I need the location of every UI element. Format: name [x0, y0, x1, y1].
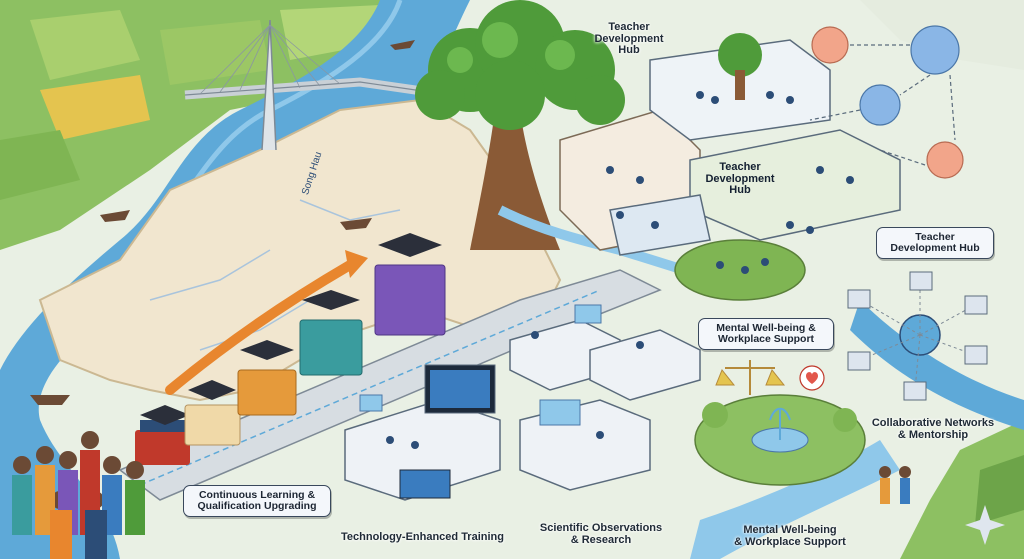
tree-highlights	[447, 22, 575, 73]
hub-people	[606, 91, 854, 274]
hub-label-right: Teacher Development Hub	[876, 227, 994, 260]
continuous-learning-label: Continuous Learning & Qualification Upgr…	[183, 485, 331, 518]
rice-paddy	[0, 130, 80, 200]
step-orange-cap	[237, 340, 297, 416]
map-borders	[149, 199, 401, 351]
scientific-label: Scientific Observations & Research	[539, 522, 663, 546]
bridge-pylon	[261, 19, 277, 151]
wellbeing-label-upper: Mental Well-being & Workplace Support	[698, 318, 834, 351]
brain-icon	[811, 25, 964, 179]
balance-scale-icon	[715, 360, 786, 395]
hub-building	[559, 33, 901, 256]
boats	[30, 40, 415, 405]
network-diagram	[847, 271, 988, 401]
tech-platform	[344, 364, 501, 501]
fountain	[769, 407, 791, 440]
hub-garden	[674, 239, 806, 301]
walkway-arrows	[139, 289, 601, 486]
wellness-trees	[702, 402, 857, 432]
hub-label-top: Teacher Development Hub	[594, 21, 664, 57]
sparkle-icon	[965, 505, 1005, 545]
river-bottom	[690, 440, 900, 559]
growth-arrow	[165, 260, 355, 395]
rice-paddy	[160, 20, 270, 85]
research-platform	[509, 304, 701, 491]
tree-slide	[497, 205, 702, 280]
rice-paddy-yellow	[40, 75, 150, 140]
rice-paddy	[975, 455, 1024, 525]
step-purple-cap	[374, 233, 446, 336]
tree-trunk	[470, 110, 560, 250]
bridge-cables	[199, 24, 341, 95]
technology-training-label: Technology-Enhanced Training	[341, 531, 504, 543]
growth-arrow-head	[345, 250, 368, 278]
wellbeing-label-lower: Mental Well-being & Workplace Support	[734, 524, 846, 548]
teachers-group	[12, 431, 145, 559]
walkway	[118, 269, 662, 501]
rice-paddy	[30, 10, 140, 80]
step-teal-cap	[299, 290, 363, 376]
brain-connections	[809, 44, 956, 166]
hub-label-center: Teacher Development Hub	[705, 161, 775, 197]
collaborative-label: Collaborative Networks & Mentorship	[871, 417, 995, 441]
heart-icon	[799, 365, 825, 391]
river-right	[850, 300, 1024, 430]
step-books	[135, 405, 190, 465]
step-scroll	[184, 380, 241, 446]
handshake-people	[879, 466, 911, 504]
